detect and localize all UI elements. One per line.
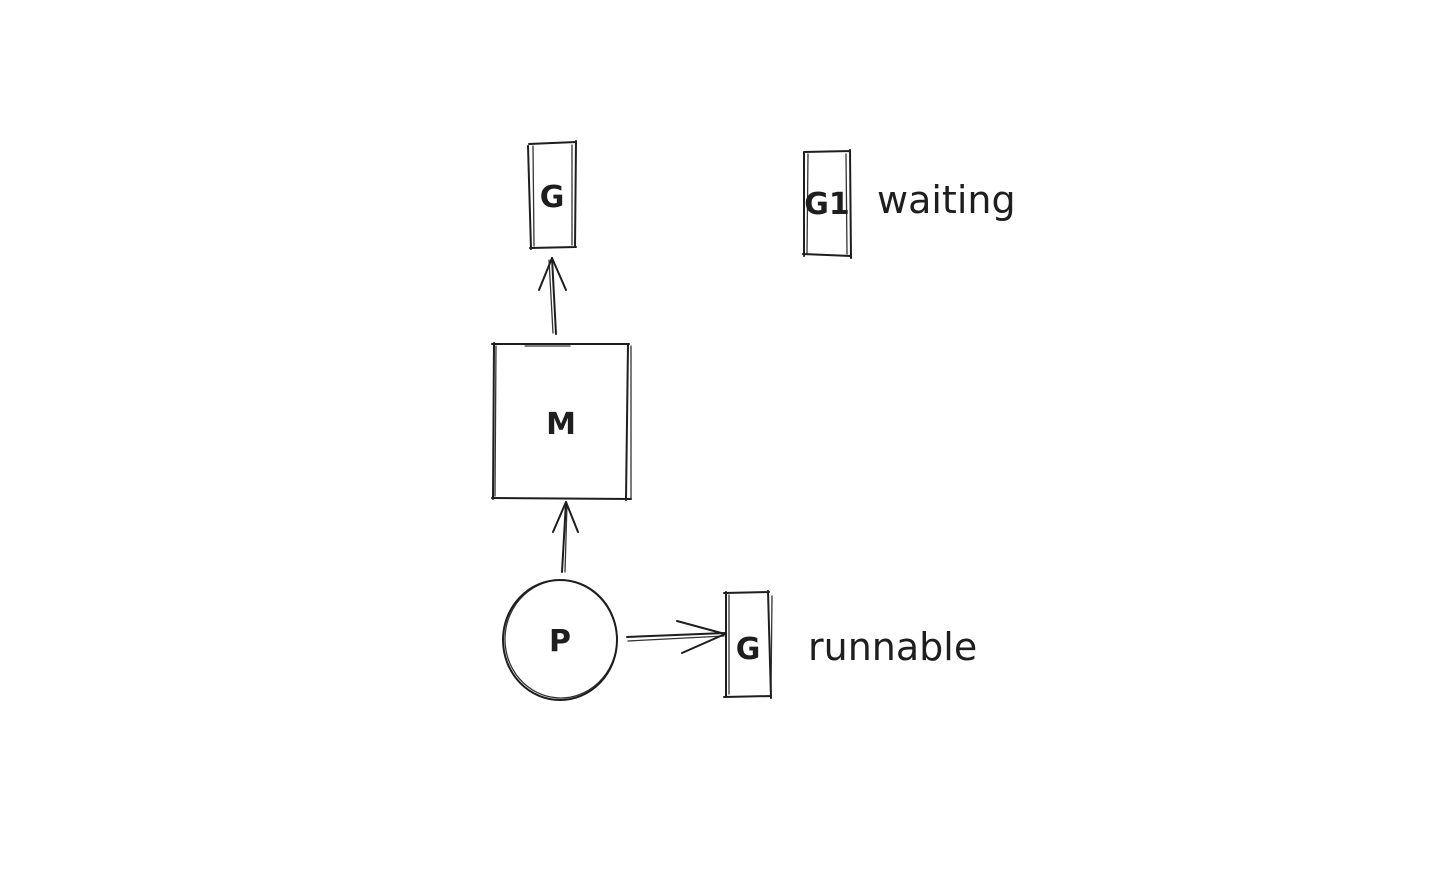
- arrow-p-to-g-runnable-shaft: [626, 632, 726, 638]
- arrow-m-to-g-top-shaft-sketch: [548, 259, 554, 334]
- node-g-runnable[interactable]: G: [723, 590, 773, 699]
- node-g-runnable-box: [723, 590, 772, 699]
- runnable-annotation: runnable: [808, 625, 977, 669]
- node-g-top-box-sketch: [532, 144, 573, 247]
- node-g-waiting-label: G1: [804, 187, 850, 222]
- node-p-label: P: [549, 624, 571, 659]
- waiting-annotation: waiting: [877, 178, 1016, 222]
- node-g-runnable-label: G: [736, 632, 761, 667]
- node-g-top-label: G: [540, 180, 565, 215]
- node-g-waiting[interactable]: G1: [802, 149, 852, 259]
- node-m-box: [491, 342, 632, 501]
- node-p-circle-sketch: [504, 579, 618, 699]
- node-g-waiting-box: [802, 149, 852, 259]
- arrow-m-to-g-top-shaft: [551, 257, 557, 335]
- arrow-p-to-m-head: [552, 501, 579, 533]
- arrow-p-to-m: [552, 501, 579, 573]
- arrow-p-to-m-shaft: [561, 501, 567, 573]
- node-g-top-box: [527, 140, 577, 250]
- arrow-m-to-g-top: [538, 257, 567, 335]
- node-g-top[interactable]: G: [527, 140, 577, 250]
- arrow-p-to-g-runnable-head: [676, 620, 726, 654]
- node-g-waiting-box-sketch: [806, 153, 848, 255]
- node-g-runnable-box-sketch: [728, 594, 773, 695]
- arrow-p-to-g-runnable-shaft-sketch: [627, 635, 725, 642]
- node-m-label: M: [546, 407, 576, 442]
- arrow-p-to-g-runnable: [626, 620, 726, 654]
- node-p[interactable]: P: [502, 577, 620, 701]
- node-m[interactable]: M: [491, 342, 632, 501]
- arrow-p-to-m-shaft-sketch: [564, 503, 568, 573]
- arrow-m-to-g-top-head: [538, 257, 567, 291]
- node-m-box-sketch: [494, 345, 632, 499]
